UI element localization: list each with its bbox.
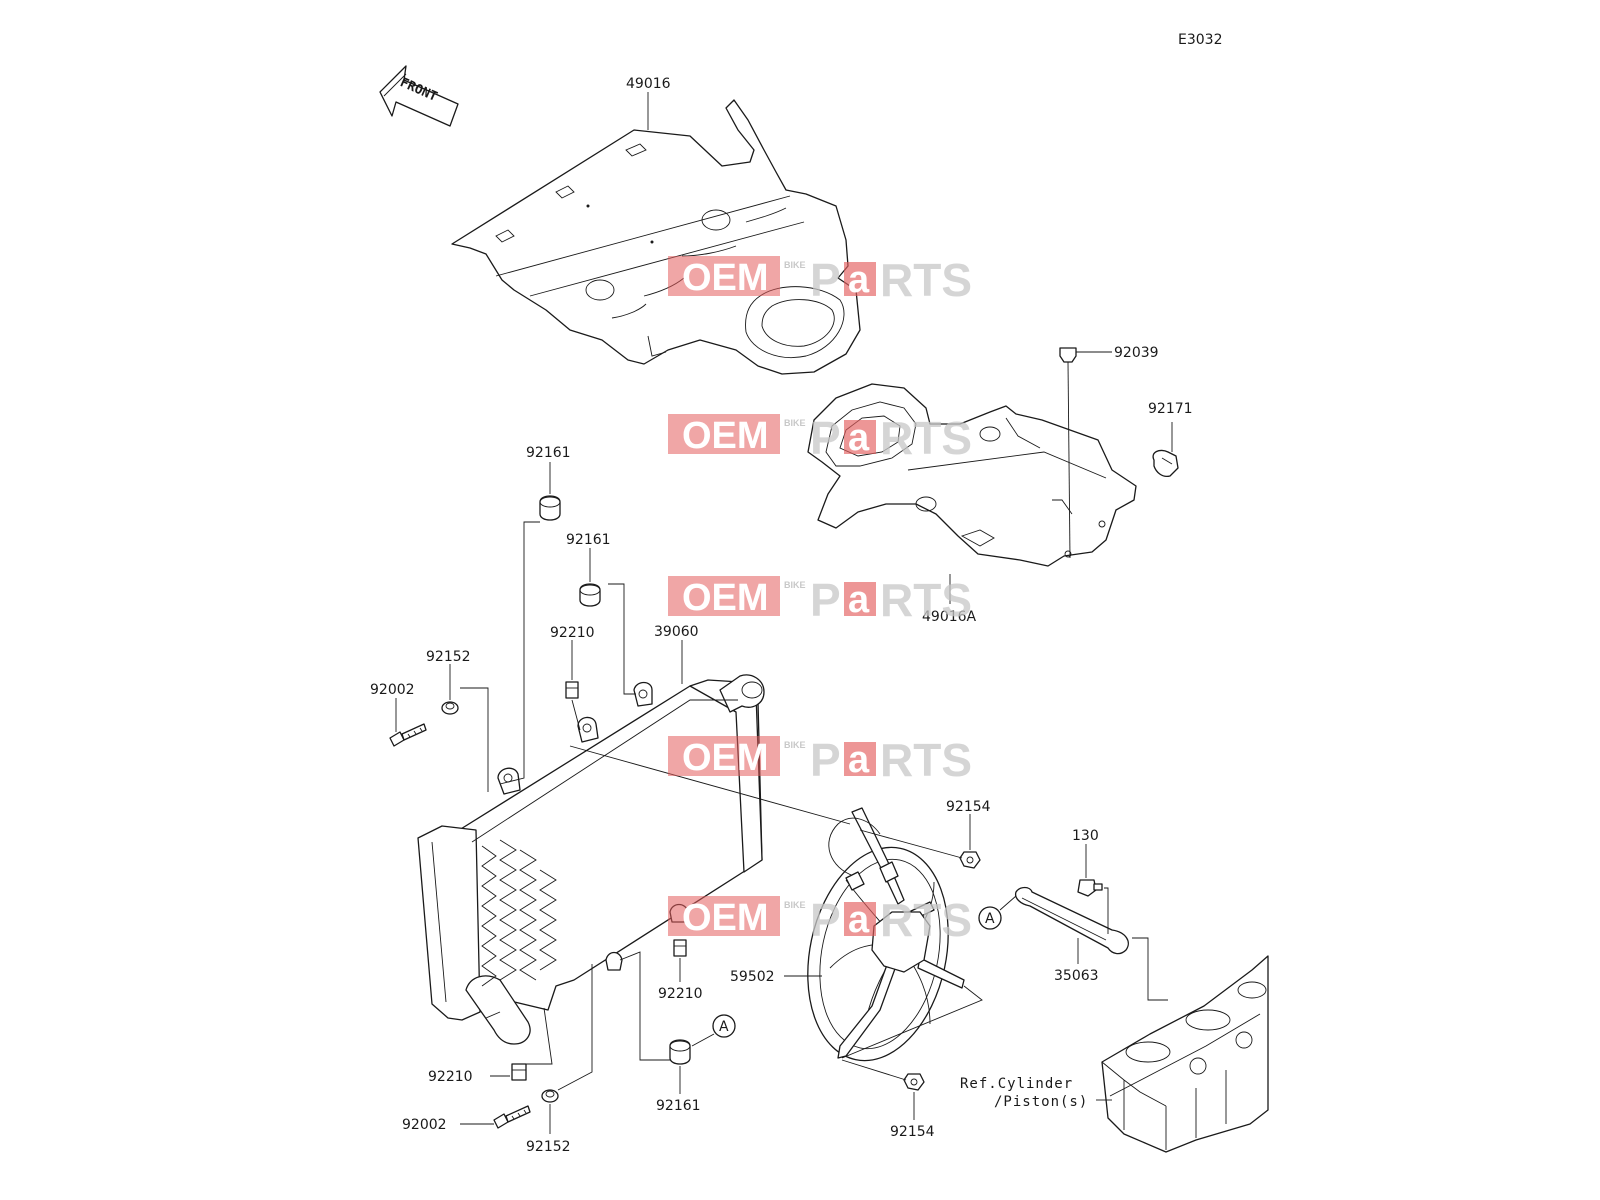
watermark-2-a: a (848, 417, 870, 459)
label-92210-low: 92210 (428, 1069, 473, 1085)
leader-92152-low-to-radiator (557, 964, 593, 1091)
ref-marker-a-hose-label: A (985, 911, 995, 927)
clamp-92171 (1152, 422, 1179, 478)
watermark-4-p: P (810, 734, 841, 786)
bolt-92154-low (903, 1073, 925, 1091)
watermark-1-a: a (848, 259, 870, 301)
watermark-4-bike: BIKE (784, 740, 806, 750)
lower-shield-49016A (807, 383, 1137, 567)
front-arrow-icon: FRONT (379, 65, 459, 127)
leader-92210-top-to-bracket (571, 699, 581, 731)
watermark-5: OEM BIKE P a RTS (668, 894, 972, 946)
watermark-3-a: a (848, 579, 870, 621)
label-92161-mid: 92161 (566, 532, 611, 548)
ref-marker-a-fan-label: A (719, 1019, 729, 1035)
cylinder-block-ref (1101, 955, 1269, 1153)
ref-cylinder-line2: /Piston(s) (994, 1094, 1088, 1110)
ref-marker-a-fan: A (712, 1014, 736, 1038)
clip-92039 (1059, 347, 1112, 559)
label-130: 130 (1072, 828, 1099, 844)
watermark-4-rts: RTS (880, 734, 972, 786)
watermark-3: OEM BIKE P a RTS (668, 574, 972, 626)
leader-92210-low-to-radiator (526, 1007, 553, 1065)
bolt-92002-low (493, 1105, 531, 1129)
watermark-2-p: P (810, 412, 841, 464)
watermark-2-oem: OEM (682, 415, 769, 457)
watermark-1-rts: RTS (880, 254, 972, 306)
leader-ref-a-hose (999, 895, 1017, 911)
watermark-5-bike: BIKE (784, 900, 806, 910)
leader-92161-low-to-radiator (619, 951, 670, 1061)
label-35063: 35063 (1054, 968, 1099, 984)
label-92161-top: 92161 (526, 445, 571, 461)
hose-35063 (1014, 886, 1129, 955)
upper-shield-49016 (451, 99, 861, 375)
label-92002-top: 92002 (370, 682, 415, 698)
label-92154-low: 92154 (890, 1124, 935, 1140)
label-92210-top: 92210 (550, 625, 595, 641)
leader-92161-top-to-radiator (499, 521, 540, 785)
watermark-3-bike: BIKE (784, 580, 806, 590)
label-92039: 92039 (1114, 345, 1159, 361)
watermark-3-p: P (810, 574, 841, 626)
leader-ref-a-fan (691, 1033, 715, 1047)
label-49016: 49016 (626, 76, 671, 92)
label-92210-right: 92210 (658, 986, 703, 1002)
bolt-130 (1077, 879, 1103, 897)
clip-92210-right (673, 939, 687, 957)
leader-92154-top-to-fan (859, 829, 963, 859)
collar-92152-low (541, 1089, 559, 1103)
watermark-5-oem: OEM (682, 897, 769, 939)
collar-92152-top (441, 701, 459, 715)
clip-92210-low (511, 1063, 527, 1081)
label-59502: 59502 (730, 969, 775, 985)
watermark-5-rts: RTS (880, 894, 972, 946)
label-92152-low: 92152 (526, 1139, 571, 1155)
watermark-4-oem: OEM (682, 737, 769, 779)
leader-92154-low-to-fan (841, 1059, 907, 1081)
leader-radiator-to-fan (569, 745, 851, 825)
leader-92152-top-to-radiator (460, 687, 489, 792)
leader-hose-to-cylinder (1132, 937, 1168, 1001)
bolt-92154-top (959, 851, 981, 869)
watermark-2-bike: BIKE (784, 418, 806, 428)
watermark-5-a: a (848, 899, 870, 941)
watermark-1: OEM BIKE P a RTS (668, 254, 972, 306)
label-92161-low: 92161 (656, 1098, 701, 1114)
label-92002-low: 92002 (402, 1117, 447, 1133)
ref-marker-a-hose: A (978, 906, 1002, 930)
label-49016A: 49016A (922, 609, 977, 625)
watermark-3-oem: OEM (682, 577, 769, 619)
watermark-5-p: P (810, 894, 841, 946)
watermark-4: OEM BIKE P a RTS (668, 734, 972, 786)
bolt-92002-top (389, 723, 427, 747)
radiator-39060 (417, 674, 765, 1045)
label-92152-top: 92152 (426, 649, 471, 665)
grommet-92161-mid (579, 583, 601, 607)
watermark-2-rts: RTS (880, 412, 972, 464)
watermark-1-p: P (810, 254, 841, 306)
fan-assembly-59502 (807, 807, 965, 1062)
leader-92161-mid-to-radiator (608, 583, 636, 695)
label-39060: 39060 (654, 624, 699, 640)
diagram-code: E3032 (1178, 32, 1222, 48)
grommet-92161-top (539, 495, 561, 521)
leader-130-to-hose (1104, 887, 1109, 934)
watermark-1-bike: BIKE (784, 260, 806, 270)
ref-cylinder-line1: Ref.Cylinder (960, 1076, 1073, 1092)
grommet-92161-low (669, 1039, 691, 1065)
watermark-2: OEM BIKE P a RTS (668, 412, 972, 464)
clip-92210-top (565, 681, 579, 699)
leader-fan-mount (841, 985, 983, 1059)
label-92154-top: 92154 (946, 799, 991, 815)
label-92171: 92171 (1148, 401, 1193, 417)
watermark-3-rts: RTS (880, 574, 972, 626)
watermark-1-oem: OEM (682, 257, 769, 299)
watermark-4-a: a (848, 739, 870, 781)
